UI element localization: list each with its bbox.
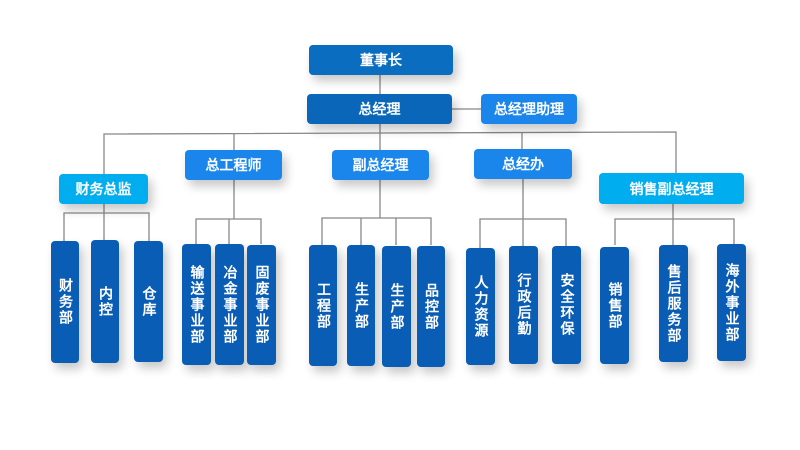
- dept-box[interactable]: 固废事业部: [247, 245, 276, 365]
- dept-box[interactable]: 海外事业部: [717, 244, 746, 361]
- branch-box-chief-engineer[interactable]: 总工程师: [185, 150, 282, 180]
- dept-box[interactable]: 工程部: [309, 245, 337, 366]
- gm-assistant-label: 总经理助理: [494, 102, 564, 118]
- branch-label: 副总经理: [352, 158, 409, 174]
- branch-box-sales-deputy[interactable]: 销售副总经理: [599, 173, 744, 204]
- dept-label: 安全环保: [558, 273, 575, 337]
- dept-label: 品控部: [423, 282, 439, 331]
- dept-label: 冶金事业部: [221, 264, 238, 345]
- dept-label: 销售部: [606, 281, 623, 330]
- dept-label: 仓库: [140, 285, 157, 318]
- dept-label: 生产部: [388, 282, 405, 331]
- dept-label: 固废事业部: [253, 265, 270, 345]
- dept-box[interactable]: 输送事业部: [182, 244, 211, 365]
- dept-label: 工程部: [315, 281, 331, 330]
- gm-label: 总经理: [358, 102, 401, 118]
- branch-box-finance[interactable]: 财务总监: [59, 174, 148, 204]
- dept-box[interactable]: 生产部: [347, 245, 375, 366]
- branch-label: 总经办: [502, 157, 544, 173]
- dept-label: 输送事业部: [188, 264, 205, 345]
- dept-label: 生产部: [353, 281, 369, 330]
- dept-box[interactable]: 售后服务部: [659, 245, 688, 362]
- dept-box[interactable]: 冶金事业部: [215, 244, 244, 365]
- dept-box[interactable]: 内控: [91, 240, 119, 363]
- dept-box[interactable]: 财务部: [51, 241, 79, 363]
- gm-box[interactable]: 总经理: [307, 94, 452, 124]
- branch-box-deputy-gm[interactable]: 副总经理: [332, 150, 429, 180]
- dept-box[interactable]: 品控部: [417, 246, 445, 367]
- dept-box[interactable]: 生产部: [382, 246, 411, 367]
- branch-label: 销售副总经理: [629, 181, 714, 198]
- gm-assistant-box[interactable]: 总经理助理: [481, 94, 577, 124]
- dept-box[interactable]: 销售部: [600, 247, 629, 364]
- chairman-label: 董事长: [360, 53, 402, 69]
- dept-label: 财务部: [57, 278, 73, 326]
- branch-box-gm-office[interactable]: 总经办: [474, 149, 572, 179]
- dept-box[interactable]: 行政后勤: [509, 246, 538, 364]
- chairman-box[interactable]: 董事长: [309, 45, 453, 75]
- dept-box[interactable]: 仓库: [134, 241, 163, 362]
- dept-label: 售后服务部: [665, 263, 682, 344]
- dept-label: 行政后勤: [515, 273, 532, 337]
- branch-label: 总工程师: [205, 158, 262, 174]
- dept-label: 内控: [97, 285, 113, 318]
- dept-box[interactable]: 安全环保: [552, 246, 581, 364]
- branch-label: 财务总监: [75, 182, 132, 198]
- dept-label: 人力资源: [472, 274, 489, 339]
- dept-box[interactable]: 人力资源: [466, 248, 495, 365]
- dept-label: 海外事业部: [723, 262, 740, 343]
